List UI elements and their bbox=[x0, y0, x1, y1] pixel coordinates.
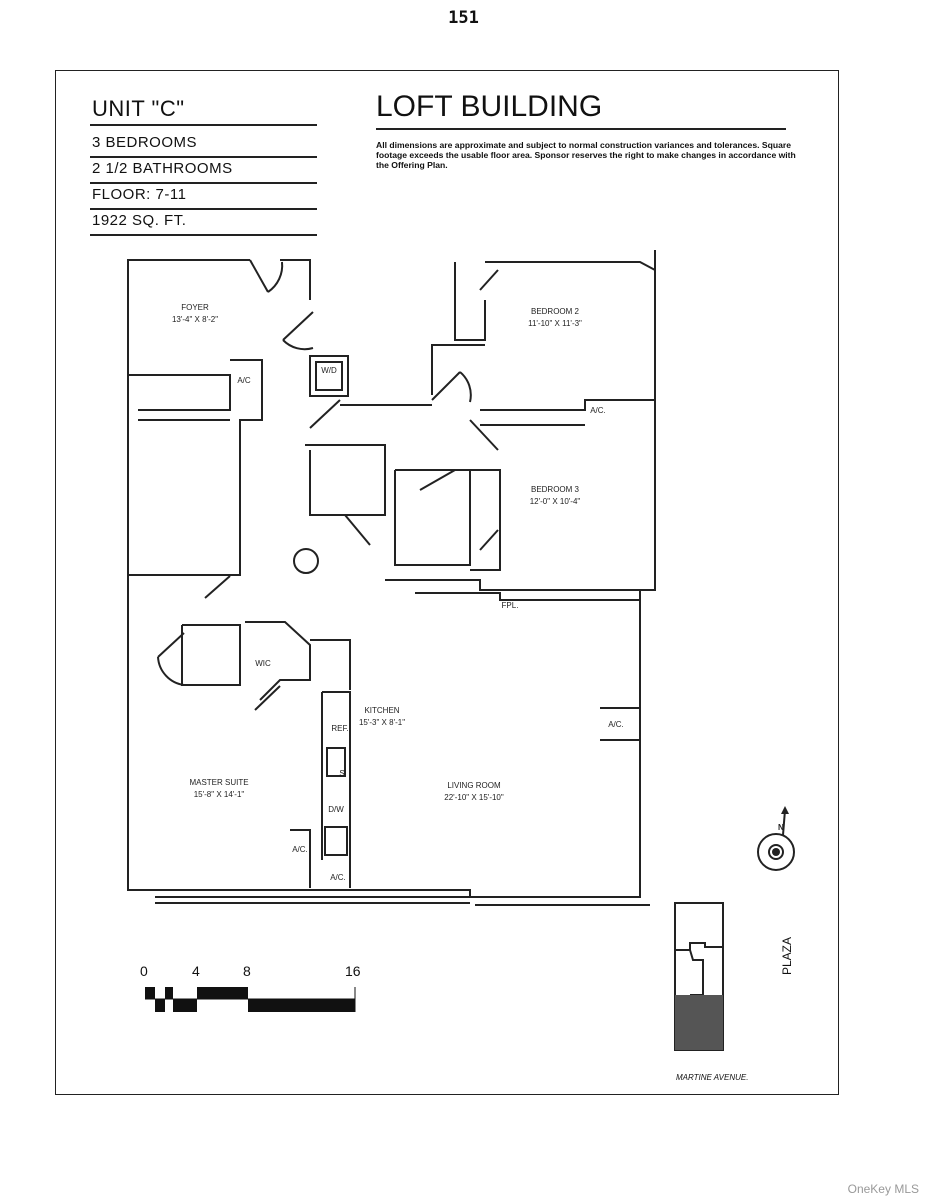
bedroom2-label: BEDROOM 2 bbox=[531, 307, 580, 316]
compass-icon bbox=[772, 848, 780, 856]
ac-label: A/C. bbox=[608, 720, 624, 729]
disclaimer: All dimensions are approximate and subje… bbox=[376, 140, 796, 170]
scale-label: 0 bbox=[140, 963, 148, 979]
scale-bar bbox=[145, 987, 356, 1012]
bedroom2-dims: 11'-10" X 11'-3" bbox=[528, 319, 582, 328]
ref-label: REF. bbox=[331, 724, 348, 733]
master-suite-dims: 15'-8" X 14'-1" bbox=[194, 790, 245, 799]
master-suite-label: MASTER SUITE bbox=[189, 778, 248, 787]
bedrooms-count: 3 BEDROOMS bbox=[90, 134, 317, 158]
foyer-dims: 13'-4" X 8'-2" bbox=[172, 315, 218, 324]
page-number: 151 bbox=[448, 8, 479, 28]
ac-label: A/C. bbox=[330, 873, 346, 882]
plan-frame bbox=[55, 70, 839, 1095]
bedroom3-label: BEDROOM 3 bbox=[531, 485, 580, 494]
foyer-label: FOYER bbox=[181, 303, 209, 312]
scale-label: 8 bbox=[243, 963, 251, 979]
kitchen-dims: 15'-3" X 8'-1" bbox=[359, 718, 405, 727]
building-footprint-hatch bbox=[675, 995, 723, 1050]
room-labels: FOYER 13'-4" X 8'-2" BEDROOM 2 11'-10" X… bbox=[172, 303, 624, 882]
dishwasher-label: D/W bbox=[328, 805, 344, 814]
building-title: LOFT BUILDING bbox=[376, 90, 786, 130]
street-label: MARTINE AVENUE. bbox=[676, 1073, 749, 1082]
sink-label: S bbox=[339, 769, 344, 778]
bedroom3-dims: 12'-0" X 10'-4" bbox=[530, 497, 581, 506]
washer-dryer-label: W/D bbox=[321, 366, 337, 375]
ac-label: A/C. bbox=[590, 406, 606, 415]
floor-range: FLOOR: 7-11 bbox=[90, 186, 317, 210]
wic-label: WIC bbox=[255, 659, 271, 668]
fireplace-label: FPL. bbox=[502, 601, 519, 610]
walls bbox=[127, 250, 795, 1051]
living-room-dims: 22'-10" X 15'-10" bbox=[444, 793, 504, 802]
bathrooms-count: 2 1/2 BATHROOMS bbox=[90, 160, 317, 184]
scale-label: 4 bbox=[192, 963, 200, 979]
plaza-label: PLAZA bbox=[780, 936, 794, 975]
north-arrow-icon bbox=[781, 806, 789, 814]
ac-label: A/C bbox=[237, 376, 251, 385]
unit-name: UNIT "C" bbox=[90, 96, 317, 126]
north-label: N bbox=[778, 823, 784, 832]
square-footage: 1922 SQ. FT. bbox=[90, 212, 317, 236]
kitchen-label: KITCHEN bbox=[364, 706, 399, 715]
scale-label: 16 bbox=[345, 963, 361, 979]
watermark: OneKey MLS bbox=[847, 1182, 919, 1196]
ac-label: A/C. bbox=[292, 845, 308, 854]
living-room-label: LIVING ROOM bbox=[447, 781, 501, 790]
